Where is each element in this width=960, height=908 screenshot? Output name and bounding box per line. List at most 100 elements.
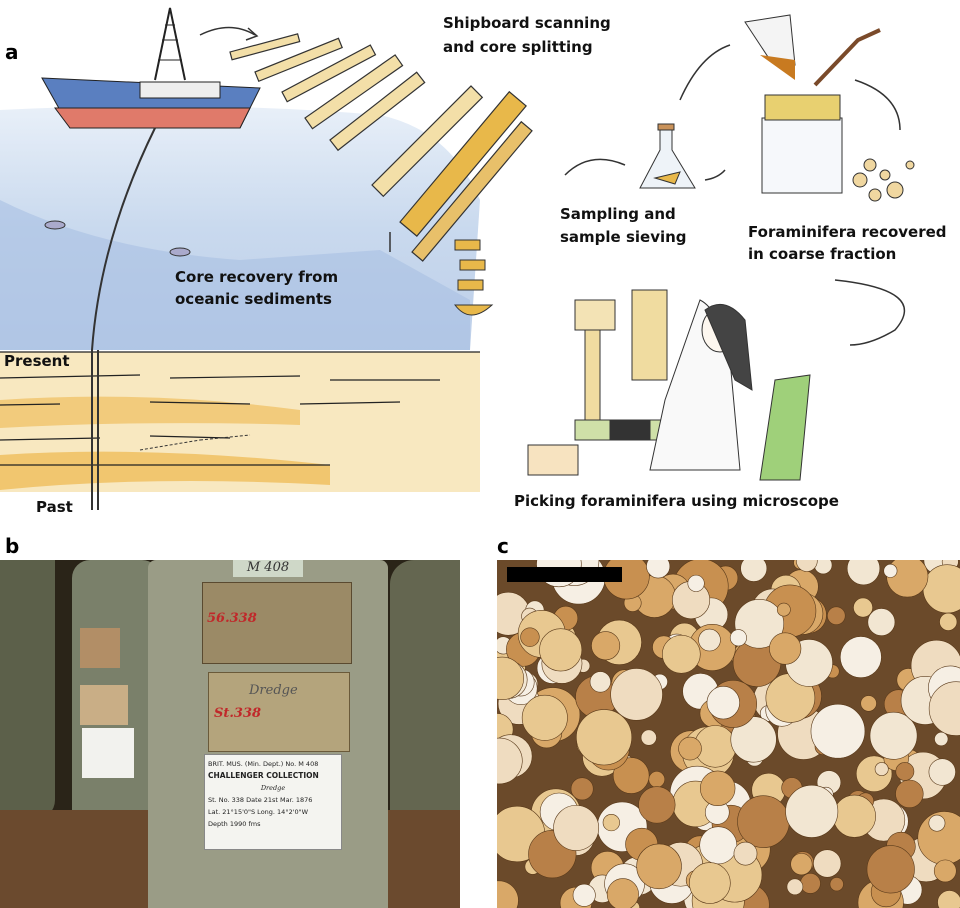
foraminifera-shell	[700, 770, 736, 807]
foraminifera-shell	[785, 784, 839, 838]
label-core-line1: Core recovery from	[175, 268, 339, 286]
foraminifera-shell	[874, 762, 889, 776]
foraminifera-shell	[520, 627, 540, 647]
foraminifera-shell	[521, 694, 568, 741]
foraminifera-shell	[769, 632, 802, 665]
foraminifera-shell	[689, 862, 731, 904]
foraminifera-shell	[733, 841, 758, 866]
foraminifera-shell	[730, 716, 777, 763]
foraminifera-shell	[640, 729, 657, 746]
label-shipboard-line2: and core splitting	[443, 38, 593, 56]
foraminifera-shell	[827, 606, 846, 625]
foraminifera-shell	[922, 564, 960, 614]
fish-icons	[44, 220, 191, 257]
sediment-lines	[0, 351, 480, 466]
foraminifera-shell	[800, 873, 821, 894]
label-sampling-line1: Sampling and	[560, 205, 676, 223]
label-picking: Picking foraminifera using microscope	[514, 492, 839, 510]
printed-date: Date 21st Mar. 1876	[246, 796, 313, 804]
foraminifera-shell	[860, 695, 877, 712]
foraminifera-shell	[497, 737, 523, 785]
label-sampling-line2: sample sieving	[560, 228, 687, 246]
foraminifera-shell	[839, 636, 882, 679]
foraminifera-shell	[883, 563, 898, 578]
foraminifera-shell	[553, 805, 600, 851]
foraminifera-shell	[497, 656, 524, 701]
foraminifera-shell	[790, 853, 813, 876]
foraminifera-shell	[706, 686, 740, 720]
foraminifera-shell	[866, 845, 915, 894]
foraminifera-shell	[933, 859, 957, 883]
foraminifera-shell	[606, 878, 639, 908]
foraminifera-shell	[776, 602, 791, 617]
foraminifera-shell	[602, 813, 620, 832]
foraminifera-shell	[740, 560, 768, 582]
old-label-2: Dredge St.338	[208, 672, 350, 752]
foraminifera-shell	[570, 777, 594, 801]
printed-header: BRIT. MUS. (Min. Dept.) No. M 408	[208, 760, 319, 768]
foraminifera-shell	[829, 877, 844, 892]
foraminifera-micrograph	[497, 560, 960, 908]
label-core-line2: oceanic sediments	[175, 290, 332, 308]
old-label-1: 56.338	[202, 582, 352, 664]
foraminifera-shell	[687, 574, 705, 592]
jar-left	[0, 560, 55, 820]
foraminifera-shell	[678, 736, 702, 761]
label2-word: Dredge	[249, 683, 298, 698]
foraminifera-shell	[928, 758, 956, 786]
core-slices	[453, 239, 494, 316]
label1-number: 56.338	[207, 611, 257, 626]
jar-main: M 408 56.338 Dredge St.338 BRIT. MUS. (M…	[148, 560, 388, 908]
foraminifera-shell	[699, 826, 738, 865]
panel-c-photo	[497, 560, 960, 908]
foraminifera-shell	[928, 681, 960, 736]
scale-bar	[507, 567, 622, 582]
foraminifera-shell	[786, 878, 804, 896]
label2-number: St.338	[214, 706, 262, 721]
foraminifera-shell	[589, 671, 611, 693]
label-foram-line2: in coarse fraction	[748, 245, 897, 263]
foraminifera-shell	[638, 786, 676, 824]
foraminifera-shell	[698, 628, 721, 652]
foraminifera-shell	[832, 794, 876, 838]
label-foram-line1: Foraminifera recovered	[748, 223, 947, 241]
foraminifera-shell	[612, 757, 650, 794]
sieve-beaker	[744, 14, 881, 194]
foraminifera-shell	[646, 560, 671, 579]
foraminifera-shell	[928, 814, 946, 832]
tag-top: M 408	[233, 560, 303, 577]
foraminifera-shell	[846, 560, 881, 586]
label-present: Present	[4, 352, 70, 370]
fossil-skeleton	[139, 434, 251, 451]
foraminifera-shell	[610, 668, 663, 721]
foraminifera-shell	[539, 628, 583, 672]
foraminifera-shell	[895, 762, 915, 781]
panel-letter-b: b	[5, 534, 20, 558]
foraminifera-shell	[661, 634, 701, 674]
foraminifera-shells	[852, 158, 915, 202]
panel-letter-c: c	[497, 534, 509, 558]
drill-pipe	[91, 127, 156, 510]
foraminifera-shell	[853, 597, 873, 618]
flow-arrows	[199, 26, 906, 346]
foraminifera-shell	[591, 631, 621, 661]
panel-a: a Shipboard scanning and core splitting …	[0, 7, 947, 516]
foraminifera-shell	[636, 843, 682, 890]
printed-station: St. No. 338	[208, 796, 245, 804]
printed-method: Dredge	[260, 784, 286, 792]
foraminifera-shell	[895, 779, 924, 809]
foraminifera-shell	[869, 711, 918, 760]
panel-letter-a: a	[5, 40, 19, 64]
foraminifera-shell	[734, 598, 785, 649]
foraminifera-shell	[729, 629, 747, 647]
label-past: Past	[36, 498, 73, 516]
foraminifera-shell	[648, 771, 666, 788]
jar-right	[390, 560, 460, 830]
label-shipboard-line1: Shipboard scanning	[443, 14, 611, 32]
printed-label: BRIT. MUS. (Min. Dept.) No. M 408 CHALLE…	[204, 754, 342, 850]
foraminifera-shell	[796, 560, 818, 572]
foraminifera-shell	[939, 612, 958, 631]
foraminifera-shell	[497, 880, 519, 908]
foraminifera-shell	[934, 731, 949, 747]
foraminifera-shell	[737, 795, 790, 848]
